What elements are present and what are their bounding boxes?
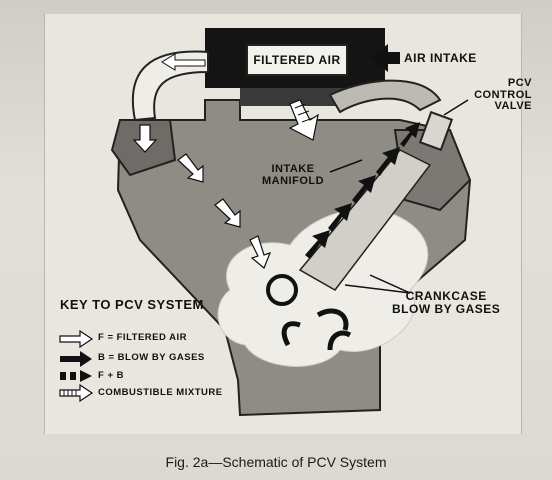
- key-symbol-combustible-mixture: [60, 385, 92, 401]
- crankcase-label-line1: CRANKCASE: [392, 290, 500, 303]
- pcv-label-line3: VALVE: [472, 101, 532, 113]
- air-intake-label: AIR INTAKE: [404, 52, 477, 65]
- crankcase-label-line2: BLOW BY GASES: [392, 303, 500, 316]
- pcv-control-valve-label: PCV CONTROL VALVE: [472, 78, 532, 113]
- key-entry-f-plus-b: F + B: [98, 371, 124, 381]
- intake-manifold-label: INTAKE MANIFOLD: [262, 164, 324, 187]
- intake-label-line1: INTAKE: [262, 164, 324, 176]
- pcv-label-line1: PCV: [472, 78, 532, 90]
- key-symbol-f-plus-b: [60, 370, 92, 382]
- figure-caption: Fig. 2a—Schematic of PCV System: [0, 454, 552, 470]
- key-title: KEY TO PCV SYSTEM: [60, 298, 204, 312]
- key-entry-filtered-air: F = FILTERED AIR: [98, 333, 187, 343]
- filtered-air-label: FILTERED AIR: [246, 44, 348, 76]
- crankcase-blowby-label: CRANKCASE BLOW BY GASES: [392, 290, 500, 315]
- key-entry-combustible-mixture: COMBUSTIBLE MIXTURE: [98, 388, 223, 398]
- key-symbol-blow-by: [60, 351, 92, 367]
- key-entry-blow-by: B = BLOW BY GASES: [98, 353, 205, 363]
- key-symbol-filtered-air: [60, 331, 92, 347]
- intake-label-line2: MANIFOLD: [262, 176, 324, 188]
